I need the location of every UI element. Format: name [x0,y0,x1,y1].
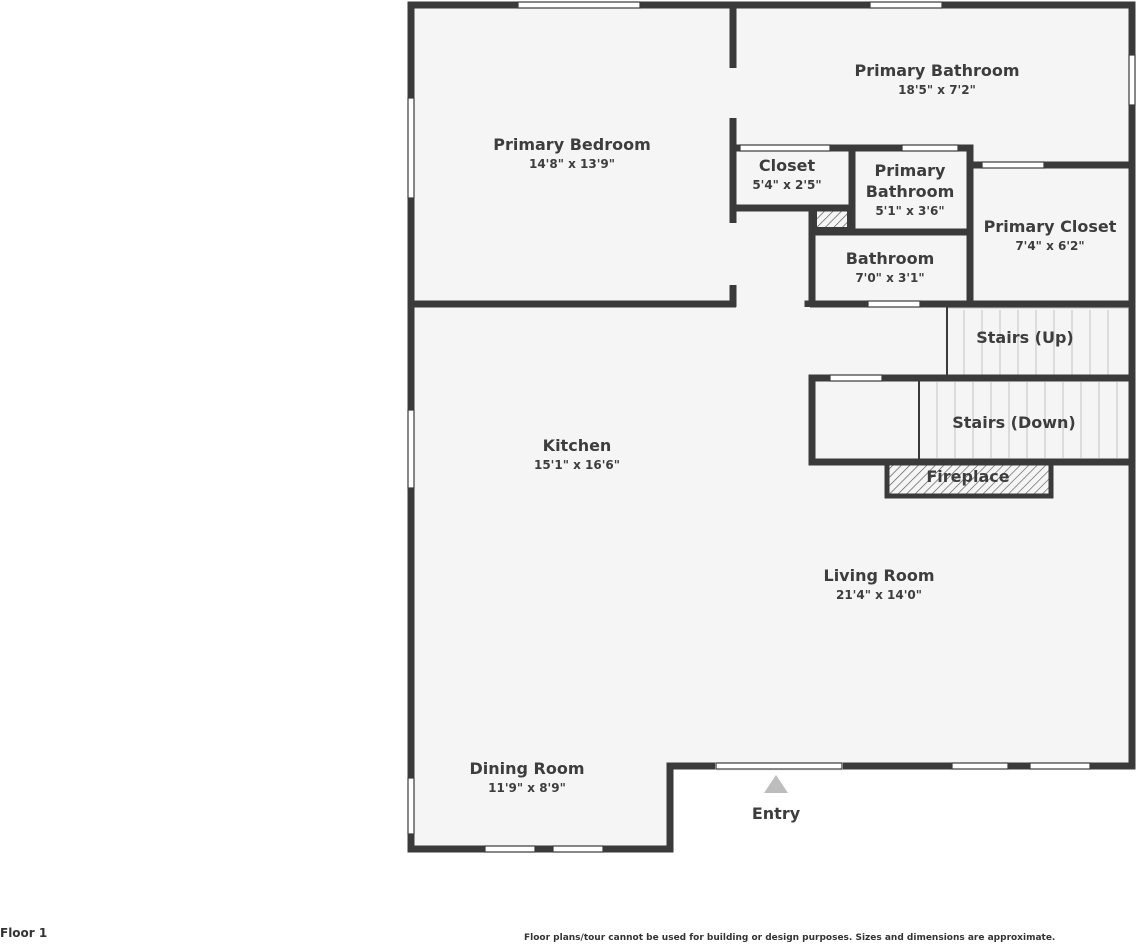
closet-name: Closet [759,156,816,175]
living-room-name: Living Room [824,566,935,585]
dining-room-name: Dining Room [469,759,584,778]
bathroom-dims: 7'0" x 3'1" [855,271,924,285]
floor-area [411,5,1132,849]
chase-hatch [815,209,849,229]
fireplace-hearth [884,459,1054,499]
kitchen-dims: 15'1" x 16'6" [534,458,620,472]
floor-label: Floor 1 [0,926,48,940]
entry-label: Entry [752,804,801,823]
primary-bathroom-name: Primary Bathroom [854,61,1019,80]
primary-closet-dims: 7'4" x 6'2" [1015,239,1084,253]
primary-bathroom-small-dims: 5'1" x 3'6" [875,204,944,218]
windows [407,1,1136,853]
primary-closet-name: Primary Closet [984,217,1117,236]
disclaimer-text: Floor plans/tour cannot be used for buil… [524,933,1056,943]
fireplace-label: Fireplace [926,467,1009,486]
primary-bedroom-name: Primary Bedroom [493,135,651,154]
stairs-down-label: Stairs (Down) [952,413,1076,432]
primary-bathroom-dims: 18'5" x 7'2" [898,83,976,97]
kitchen-name: Kitchen [543,436,612,455]
primary-bathroom-small-name-2: Bathroom [866,182,955,201]
bathroom-name: Bathroom [846,249,935,268]
stair-wall-thin [918,304,948,462]
living-room-dims: 21'4" x 14'0" [836,588,922,602]
closet-dims: 5'4" x 2'5" [752,178,821,192]
dining-room-dims: 11'9" x 8'9" [488,781,566,795]
primary-bedroom-dims: 14'8" x 13'9" [529,157,615,171]
stairs-up-label: Stairs (Up) [976,328,1074,347]
primary-bathroom-small-name-1: Primary [875,161,946,180]
entry-arrow-icon [764,775,788,793]
